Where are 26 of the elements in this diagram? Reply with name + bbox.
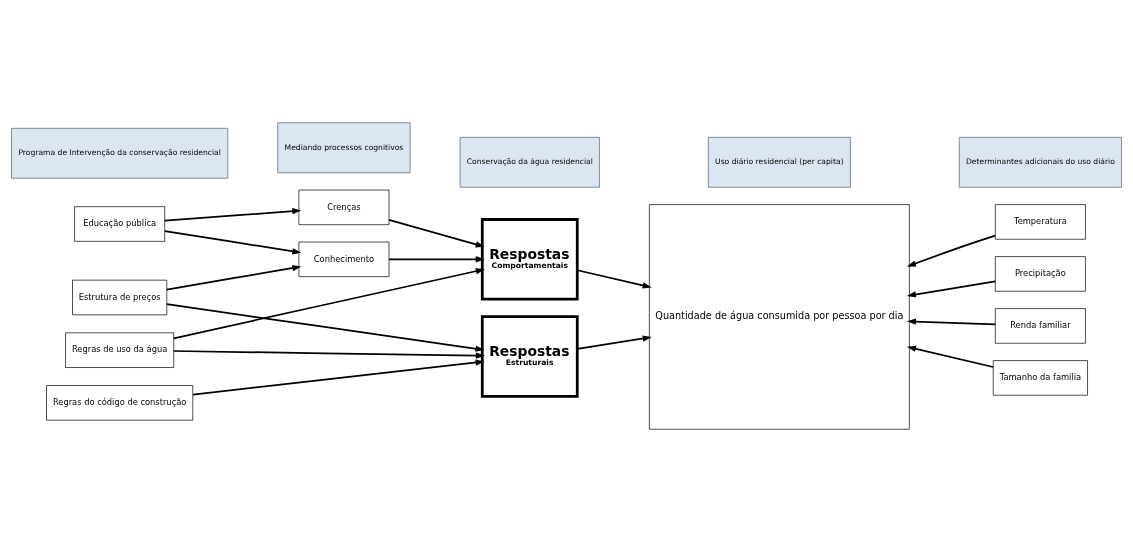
node-box: Temperatura: [995, 203, 1086, 240]
arrow: [906, 317, 997, 325]
arrow: [576, 334, 652, 350]
arrow: [164, 207, 302, 222]
node-box: Tamanho da família: [992, 359, 1088, 396]
arrow: [388, 255, 485, 262]
arrow: [172, 349, 485, 359]
node-box: Estrutura de preços: [72, 279, 168, 315]
node-box: Regras de uso da água: [65, 332, 175, 368]
arrow: [165, 264, 302, 290]
node-box: Regras do código de construção: [46, 384, 194, 421]
node-box: Renda familiar: [995, 307, 1086, 344]
arrow: [192, 358, 485, 395]
node-box: Precipitação: [995, 255, 1086, 292]
arrow: [172, 267, 485, 339]
node-box: Educação pública: [74, 205, 166, 242]
node-box: Conhecimento: [298, 241, 390, 277]
node-box: Crenças: [298, 189, 390, 225]
arrow: [906, 234, 997, 267]
arrow: [906, 279, 997, 298]
arrow: [388, 218, 485, 247]
node-box: Quantidade de água consumida por pessoa por dia: [649, 203, 910, 430]
arrow: [164, 229, 302, 254]
arrow: [165, 302, 485, 352]
arrow: [906, 345, 994, 368]
arrow: [576, 268, 652, 288]
